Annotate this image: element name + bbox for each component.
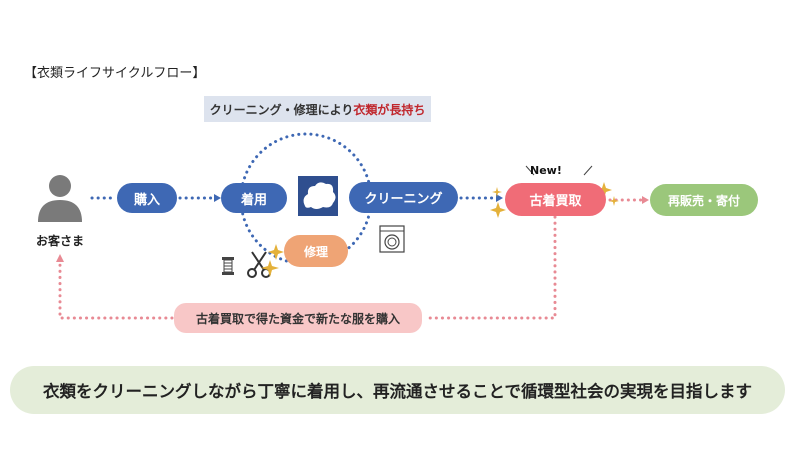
node-buy: 購入: [117, 183, 177, 213]
arrowhead-wear: [214, 194, 221, 202]
footer-message: 衣類をクリーニングしながら丁寧に着用し、再流通させることで循環型社会の実現を目指…: [10, 366, 785, 414]
banner-prefix: クリーニング・修理により: [209, 102, 354, 117]
new-badge-stroke-right: [583, 165, 593, 176]
thread-spool-icon: [222, 257, 234, 275]
person-icon: [38, 175, 82, 222]
sparkle-icon: [268, 244, 284, 260]
node-buyback: 古着買取: [505, 183, 606, 216]
sparkle-icon: [609, 196, 619, 206]
return-loop-label: 古着買取で得た資金で新たな服を購入: [174, 303, 422, 333]
sparkle-icon: [492, 187, 502, 197]
arrowhead-customer: [56, 254, 64, 262]
node-resale: 再販売・寄付: [650, 184, 758, 216]
sparkle-icon: [596, 182, 612, 198]
longevity-banner: クリーニング・修理により衣類が長持ち: [204, 96, 431, 122]
sparkle-icon: [490, 202, 506, 218]
sparkle-icon: [261, 260, 279, 277]
scissors-icon: [247, 251, 271, 278]
return-loop-line-left: [58, 260, 174, 320]
section-title: 【衣類ライフサイクルフロー】: [24, 66, 206, 81]
cloth-icon: [298, 176, 338, 216]
return-loop-line: [423, 215, 557, 320]
banner-emphasis: 衣類が長持ち: [353, 102, 426, 117]
new-badge-stroke-left: [525, 165, 535, 176]
node-cleaning: クリーニング: [349, 182, 458, 213]
customer-label: お客さま: [35, 234, 84, 248]
node-wear: 着用: [221, 183, 287, 213]
arrowhead-resale: [642, 196, 649, 204]
new-badge: New!: [530, 164, 562, 177]
washing-machine-icon: [379, 225, 405, 253]
node-repair: 修理: [284, 235, 348, 267]
arrowhead-buyback: [496, 194, 503, 202]
